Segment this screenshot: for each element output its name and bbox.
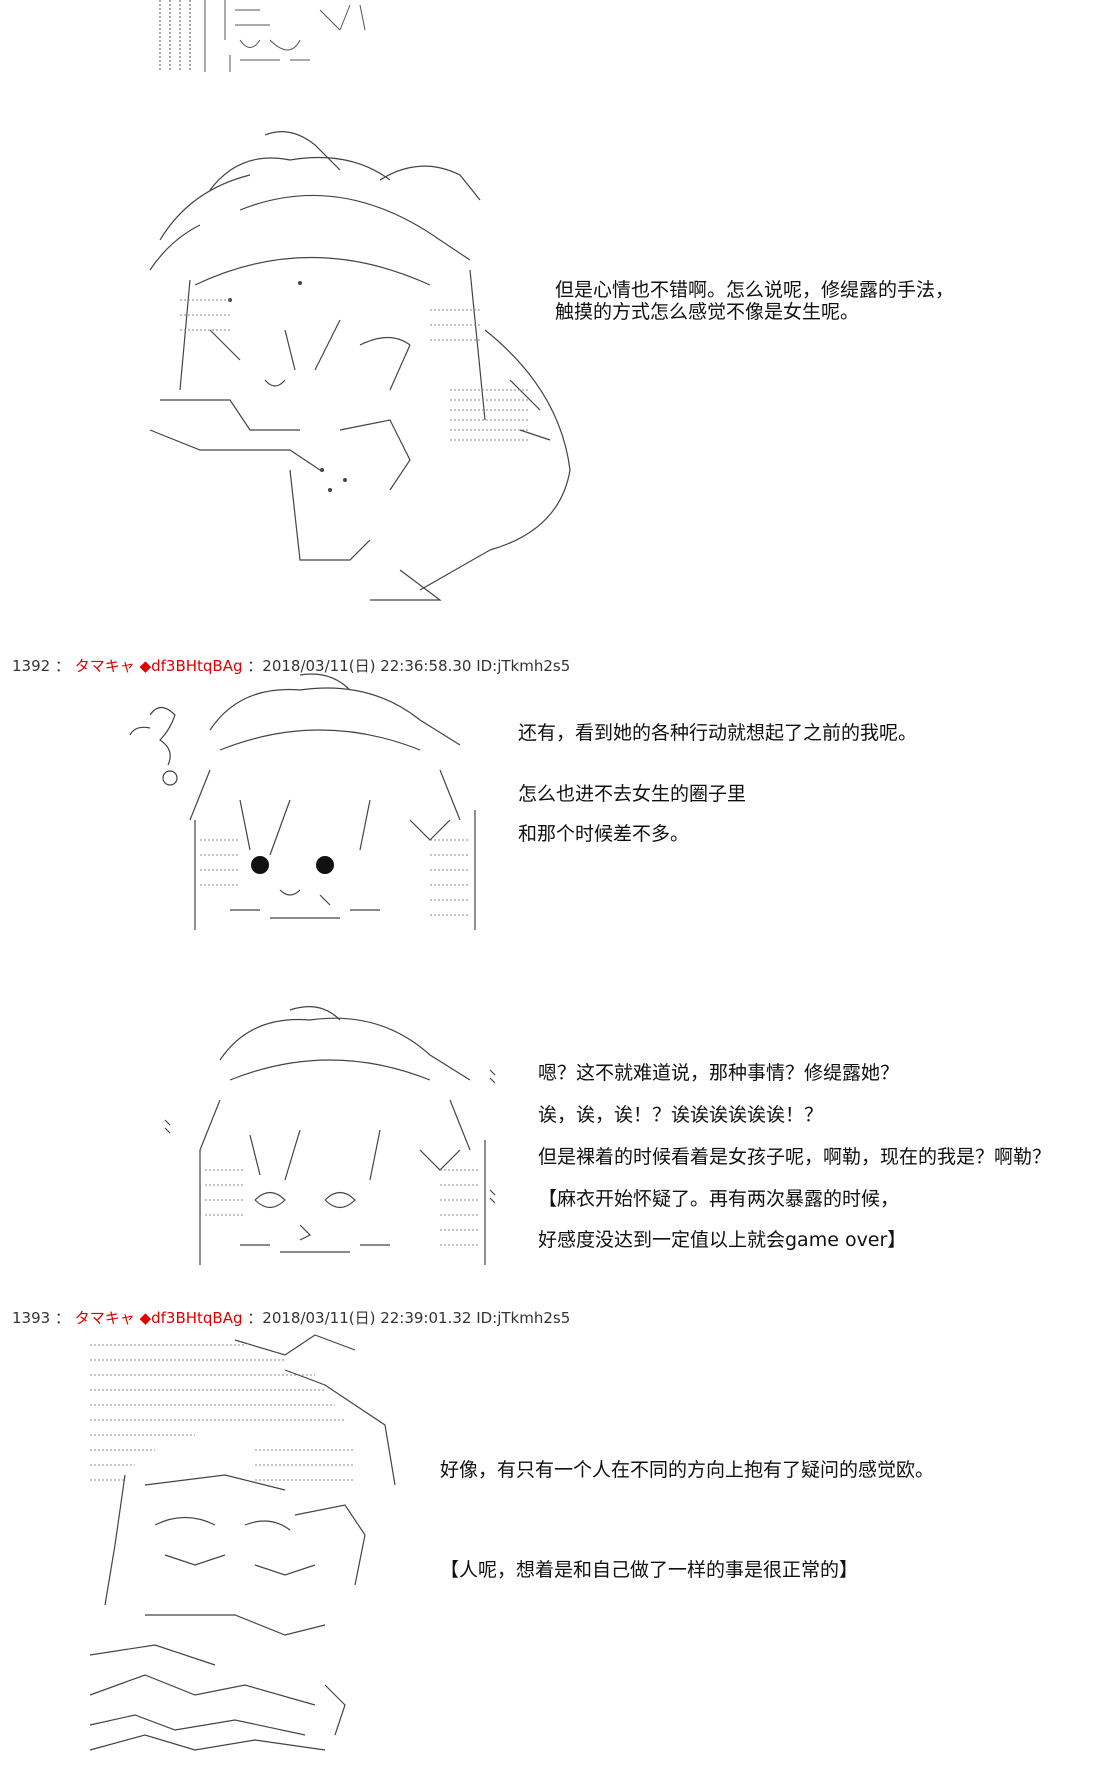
poster-name[interactable]: タマキャ xyxy=(74,657,135,675)
dialog-line: 但是心情也不错啊。怎么说呢，修缇露的手法， xyxy=(555,279,955,301)
dialog-block-4: 好像，有只有一个人在不同的方向上抱有了疑问的感觉欧。 【人呢，想着是和自己做了一… xyxy=(440,1459,935,1582)
post-number: 1393 xyxy=(12,1309,51,1327)
dialog-block-1: 但是心情也不错啊。怎么说呢，修缇露的手法， 触摸的方式怎么感觉不像是女生呢。 xyxy=(555,279,955,324)
post-date-id: ：2018/03/11(日) 22:39:01.32 ID:jTkmh2s5 xyxy=(247,1309,571,1327)
dialog-line: 好感度没达到一定值以上就会game over】 xyxy=(538,1229,907,1252)
dialog-line: 还有，看到她的各种行动就想起了之前的我呢。 xyxy=(518,722,918,744)
post-number-separator: ： xyxy=(54,1309,70,1327)
poster-name[interactable]: タマキャ xyxy=(74,1309,135,1327)
ascii-art-figure-surprised-girl xyxy=(120,670,480,940)
post-header-1392: 1392 ： タマキャ ◆df3BHtqBAg ：2018/03/11(日) 2… xyxy=(12,655,570,676)
dialog-block-2: 还有，看到她的各种行动就想起了之前的我呢。 怎么也进不去女生的圈子里 和那个时候… xyxy=(518,722,918,846)
post-number: 1392 xyxy=(12,657,51,675)
ascii-art-figure-top xyxy=(150,0,390,80)
post-header-1393: 1393 ： タマキャ ◆df3BHtqBAg ：2018/03/11(日) 2… xyxy=(12,1307,570,1328)
dialog-line: 嗯？这不就难道说，那种事情？修缇露她？ xyxy=(538,1062,900,1084)
poster-trip: ◆df3BHtqBAg xyxy=(139,657,243,675)
dialog-line: 诶，诶，诶！？诶诶诶诶诶诶！？ xyxy=(538,1103,824,1126)
dialog-line: 【麻衣开始怀疑了。再有两次暴露的时候， xyxy=(538,1187,900,1210)
dialog-line: 好像，有只有一个人在不同的方向上抱有了疑问的感觉欧。 xyxy=(440,1459,935,1481)
dialog-line: 和那个时候差不多。 xyxy=(518,822,690,845)
dialog-line: 怎么也进不去女生的圈子里 xyxy=(518,782,747,805)
dialog-line: 但是裸着的时候看着是女孩子呢，啊勒，现在的我是？啊勒？ xyxy=(538,1145,1052,1168)
poster-trip: ◆df3BHtqBAg xyxy=(139,1309,243,1327)
ascii-art-figure-blushing-girl xyxy=(90,130,610,620)
post-number-separator: ： xyxy=(54,657,70,675)
ascii-art-figure-doubtful-girl xyxy=(150,1000,510,1280)
post-date-id: ：2018/03/11(日) 22:36:58.30 ID:jTkmh2s5 xyxy=(247,657,571,675)
dialog-block-3: 嗯？这不就难道说，那种事情？修缇露她？ 诶，诶，诶！？诶诶诶诶诶诶！？ 但是裸着… xyxy=(538,1062,1052,1252)
dialog-line: 触摸的方式怎么感觉不像是女生呢。 xyxy=(555,300,860,323)
dialog-line: 【人呢，想着是和自己做了一样的事是很正常的】 xyxy=(440,1558,859,1581)
ascii-art-figure-pondering-character xyxy=(85,1325,415,1755)
